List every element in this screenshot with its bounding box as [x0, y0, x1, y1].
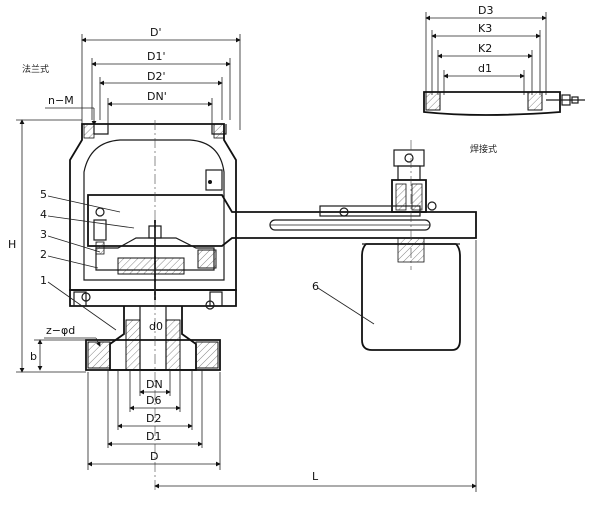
dim-k3: K3: [478, 22, 492, 35]
dim-d: D: [150, 450, 158, 463]
dim-dn: DN: [146, 378, 163, 391]
dim-d3: D3: [478, 4, 493, 17]
dim-d2: D2: [146, 412, 161, 425]
part-6: 6: [312, 280, 319, 293]
part-2: 2: [40, 248, 47, 261]
dim-k2: K2: [478, 42, 492, 55]
dim-d-prime: D': [150, 26, 162, 39]
side-dimensions: H b z−φd d0: [8, 119, 163, 373]
dim-d6: D6: [146, 394, 161, 407]
dim-n-m: n−M: [48, 94, 74, 107]
part-4: 4: [40, 208, 47, 221]
dim-b: b: [30, 350, 37, 363]
dim-d2-prime: D2': [147, 70, 166, 83]
dim-h: H: [8, 238, 16, 251]
dim-d1: D1: [146, 430, 161, 443]
dim-d1-detail: d1: [478, 62, 492, 75]
dim-z-phid: z−φd: [46, 324, 75, 337]
detail-note: 焊接式: [470, 143, 497, 155]
part-3: 3: [40, 228, 47, 241]
dim-dn-prime: DN': [147, 90, 167, 103]
part-leaders: 5 4 3 2 1 6: [40, 188, 375, 331]
valve-body: [69, 120, 477, 490]
dim-d0: d0: [149, 320, 163, 333]
dim-l: L: [312, 470, 319, 483]
part-5: 5: [40, 188, 47, 201]
weld-detail: D3 K3 K2 d1 焊接式: [423, 4, 585, 155]
bottom-dimensions: DN D6 D2 D1 D L: [87, 240, 477, 492]
top-dimensions: D' D1' D2' DN' n−M 法兰式: [22, 26, 241, 130]
counterweight: [319, 140, 461, 351]
flange-note: 法兰式: [22, 63, 49, 75]
dim-d1-prime: D1': [147, 50, 166, 63]
part-1: 1: [40, 274, 47, 287]
